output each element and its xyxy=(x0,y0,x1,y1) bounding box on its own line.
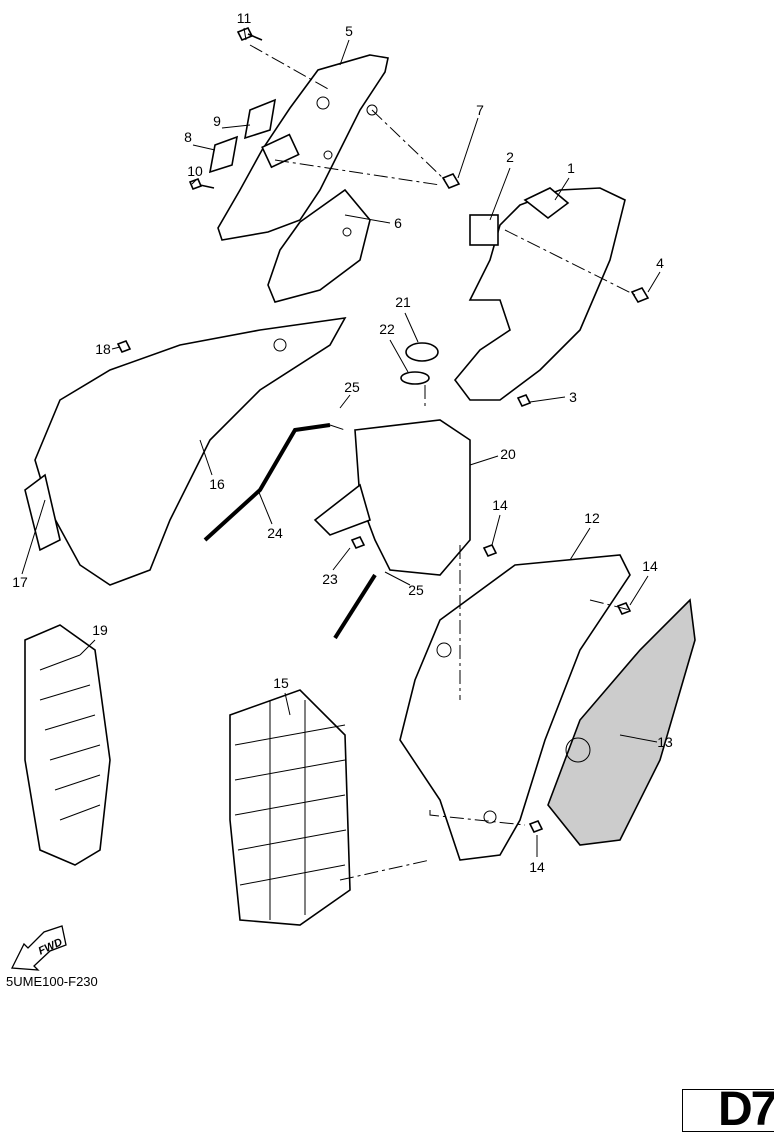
callout-13: 13 xyxy=(657,734,673,750)
grommet xyxy=(316,96,330,110)
hole xyxy=(342,227,352,237)
callout-2: 2 xyxy=(506,149,514,165)
part-1-bracket xyxy=(523,187,570,220)
callout-12: 12 xyxy=(584,510,600,526)
grommet xyxy=(436,642,452,658)
part-12-shroud xyxy=(399,554,631,861)
callout-18: 18 xyxy=(95,341,111,357)
part-2-pad xyxy=(469,214,499,246)
callout-14: 14 xyxy=(642,558,658,574)
callout-1: 1 xyxy=(567,160,575,176)
part-4-bolt xyxy=(630,287,650,303)
part-11-bolt xyxy=(236,26,263,42)
part-23-bolt xyxy=(350,535,366,550)
callout-3: 3 xyxy=(569,389,577,405)
fwd-arrow-icon: FWD xyxy=(10,925,67,971)
page-label-box xyxy=(682,1089,774,1132)
part-14-bolts xyxy=(482,543,632,834)
assembly-lines xyxy=(249,44,636,881)
callout-23: 23 xyxy=(322,571,338,587)
part-17-shroud-graphic xyxy=(24,473,61,552)
callout-25: 25 xyxy=(408,582,424,598)
callout-6: 6 xyxy=(394,215,402,231)
callout-15: 15 xyxy=(273,675,289,691)
part-18-bolt xyxy=(116,339,132,354)
part-22-gasket xyxy=(400,371,430,385)
part-13-graphic xyxy=(547,598,696,846)
callout-19: 19 xyxy=(92,622,108,638)
callout-8: 8 xyxy=(184,129,192,145)
callout-21: 21 xyxy=(395,294,411,310)
louver-lines xyxy=(39,654,101,821)
part-15-louver xyxy=(229,689,351,926)
callout-10: 10 xyxy=(187,163,203,179)
part-16-shroud xyxy=(34,316,347,586)
callout-5: 5 xyxy=(345,23,353,39)
grommet xyxy=(483,810,497,824)
louver-lines xyxy=(234,700,347,920)
part-24-hose xyxy=(203,423,331,542)
part-9-pad xyxy=(243,98,277,140)
part-20-bracket xyxy=(313,483,371,536)
part-5-side-cover xyxy=(217,54,389,241)
part-10-bolt xyxy=(188,177,215,191)
callout-14: 14 xyxy=(492,497,508,513)
grommet xyxy=(323,150,333,160)
part-19-louver xyxy=(24,624,111,866)
callout-7: 7 xyxy=(476,102,484,118)
callout-20: 20 xyxy=(500,446,516,462)
callout-16: 16 xyxy=(209,476,225,492)
part-8-pad xyxy=(208,135,239,174)
diagram-code: 5UME100-F230 xyxy=(6,974,98,989)
grommet xyxy=(273,338,287,352)
callout-24: 24 xyxy=(267,525,283,541)
part-3-bolt xyxy=(516,393,532,408)
callout-17: 17 xyxy=(12,574,28,590)
callout-11: 11 xyxy=(237,10,252,26)
callout-22: 22 xyxy=(379,321,395,337)
part-21-cap xyxy=(405,342,439,362)
yamaha-emblem-icon xyxy=(565,737,591,763)
leader-lines xyxy=(21,27,661,857)
part-7-collar xyxy=(441,173,461,189)
callout-14: 14 xyxy=(529,859,545,875)
callout-4: 4 xyxy=(656,255,664,271)
grommet xyxy=(366,104,378,116)
part-20-tank xyxy=(354,419,471,576)
callout-25: 25 xyxy=(344,379,360,395)
part-damper xyxy=(261,133,300,169)
page-label: D7 xyxy=(718,1083,774,1136)
callout-9: 9 xyxy=(213,113,221,129)
part-25-hose xyxy=(333,573,377,640)
part-6-cover-panel xyxy=(267,188,371,303)
